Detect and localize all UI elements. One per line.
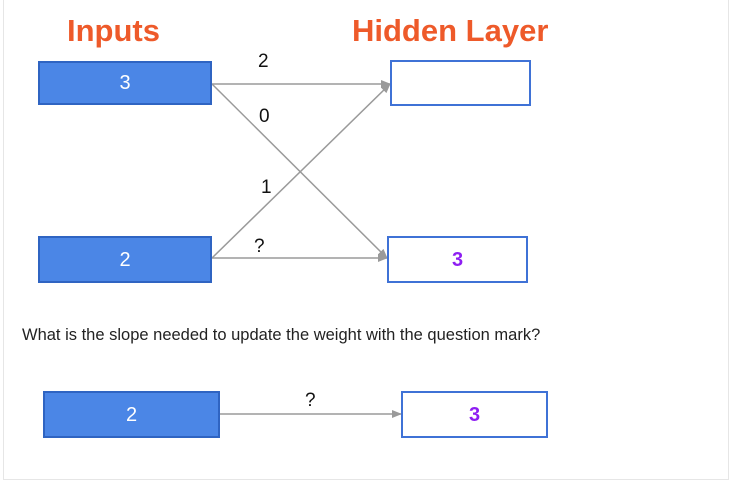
weight-label-bottom-top: 1	[261, 177, 272, 198]
hidden-node-bottom: 3	[387, 236, 528, 283]
weight-label-top-bottom: 0	[259, 106, 270, 127]
weight-line-top-bottom	[211, 83, 388, 259]
weight-label-bottom-bottom: ?	[254, 236, 265, 257]
input-node-bottom: 2	[38, 236, 212, 283]
question-text: What is the slope needed to update the w…	[22, 326, 541, 344]
diagram-frame	[3, 0, 729, 480]
weight-label-top-top: 2	[258, 51, 269, 72]
sub-input-node: 2	[43, 391, 220, 438]
inputs-heading: Inputs	[67, 13, 160, 48]
hidden-node-top	[390, 60, 531, 106]
sub-weight-label: ?	[305, 390, 316, 411]
hidden-layer-heading: Hidden Layer	[352, 13, 549, 48]
weight-line-bottom-top	[211, 83, 391, 259]
input-node-top: 3	[38, 61, 212, 105]
sub-output-node: 3	[401, 391, 548, 438]
